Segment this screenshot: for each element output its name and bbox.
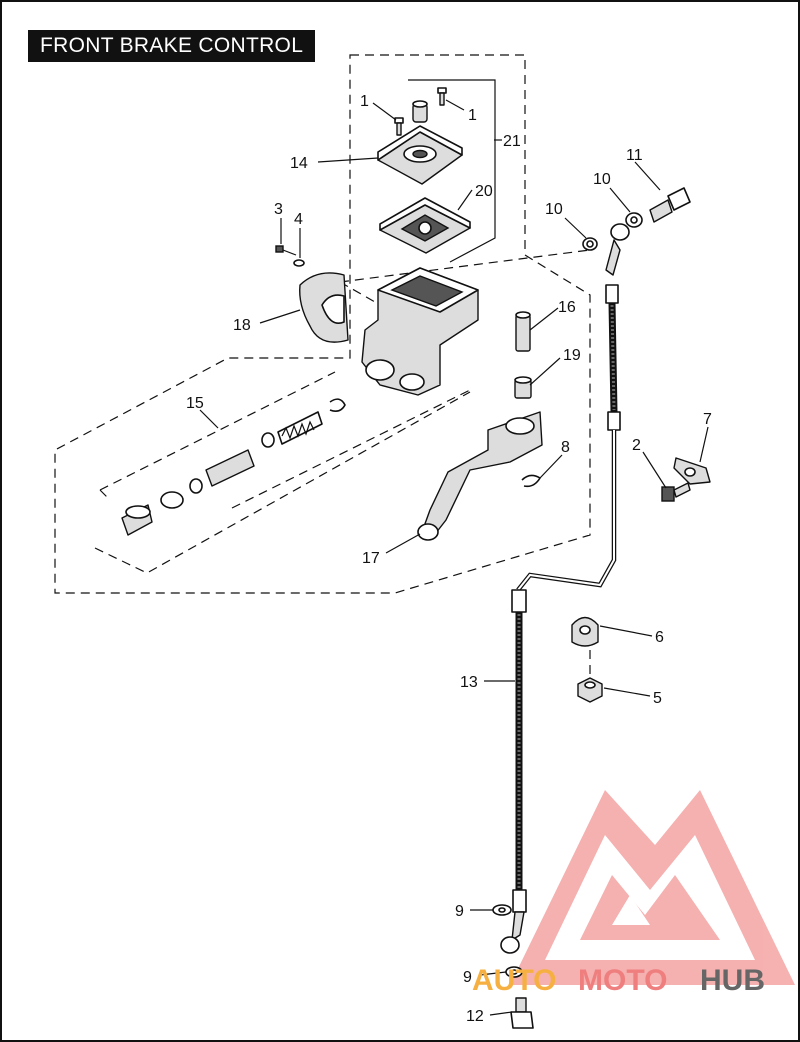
- leader-lines: [199, 99, 709, 1016]
- callout-15: 15: [186, 395, 204, 412]
- diaphragm-part-20: [379, 197, 471, 254]
- group-outline-15: [94, 371, 471, 574]
- callout-1-left: 1: [360, 93, 369, 110]
- callout-9-upper: 9: [455, 903, 464, 920]
- watermark-moto: MOTO: [578, 964, 667, 997]
- upper-brake-hose: [516, 223, 630, 592]
- plug: [412, 100, 428, 123]
- callout-labels: 1 1 21 14 20 11 10 10 3 4 16 18 19 15 7 …: [186, 93, 712, 1025]
- washer-part-4: [293, 259, 305, 267]
- assembly-centerline: [231, 249, 591, 509]
- screw-part-3: [275, 245, 297, 256]
- screw-part-2: [661, 482, 691, 502]
- clip-part-6: [571, 616, 599, 647]
- washer-part-9-upper: [492, 904, 512, 916]
- screw-part-1-left: [394, 117, 404, 136]
- callout-11: 11: [626, 147, 643, 164]
- clamp-part-7: [673, 457, 711, 485]
- banjo-bolt-part-11: [649, 187, 691, 223]
- watermark-auto: AUTO: [472, 964, 556, 997]
- callout-10-upper: 10: [593, 171, 611, 188]
- group-outline-14: [54, 54, 591, 594]
- callout-6: 6: [655, 629, 664, 646]
- callout-3: 3: [274, 201, 283, 218]
- bracket-21: [408, 79, 496, 263]
- callout-7: 7: [703, 411, 712, 428]
- callout-12: 12: [466, 1008, 484, 1025]
- callout-18: 18: [233, 317, 251, 334]
- page-title: FRONT BRAKE CONTROL: [28, 30, 316, 62]
- nut-part-5: [577, 677, 603, 703]
- callout-19: 19: [563, 347, 581, 364]
- clamp-part-18: [299, 272, 349, 343]
- watermark-hub: HUB: [700, 964, 765, 997]
- master-cylinder-body: [361, 267, 479, 396]
- callout-8: 8: [561, 439, 570, 456]
- callout-10-lower: 10: [545, 201, 563, 218]
- callout-4: 4: [294, 211, 303, 228]
- retaining-clip-part-8: [521, 474, 541, 488]
- callout-1-right: 1: [468, 107, 477, 124]
- callout-20: 20: [475, 183, 493, 200]
- callout-9-lower: 9: [463, 969, 472, 986]
- banjo-bolt-part-12: [510, 997, 534, 1029]
- reservoir-cover-part-14: [377, 125, 463, 185]
- screw-part-1-right: [437, 87, 447, 106]
- callout-5: 5: [653, 690, 662, 707]
- washer-part-10-upper: [625, 212, 643, 228]
- callout-13: 13: [460, 674, 478, 691]
- watermark-logo: [510, 790, 795, 985]
- callout-2: 2: [632, 437, 641, 454]
- callout-16: 16: [558, 299, 576, 316]
- watermark-text: AUTO MOTO HUB: [472, 964, 765, 997]
- brake-lever-part-17: [417, 411, 543, 541]
- washer-part-9-lower: [505, 966, 523, 978]
- callout-14: 14: [290, 155, 308, 172]
- lower-brake-hose-part-13: [500, 589, 527, 954]
- washer-part-10-lower: [582, 237, 598, 251]
- pivot-pin-part-16: [515, 311, 531, 352]
- callout-17: 17: [362, 550, 380, 567]
- piston-kit-part-15: [121, 398, 346, 536]
- bushing-part-19: [514, 376, 532, 399]
- callout-21: 21: [503, 133, 521, 150]
